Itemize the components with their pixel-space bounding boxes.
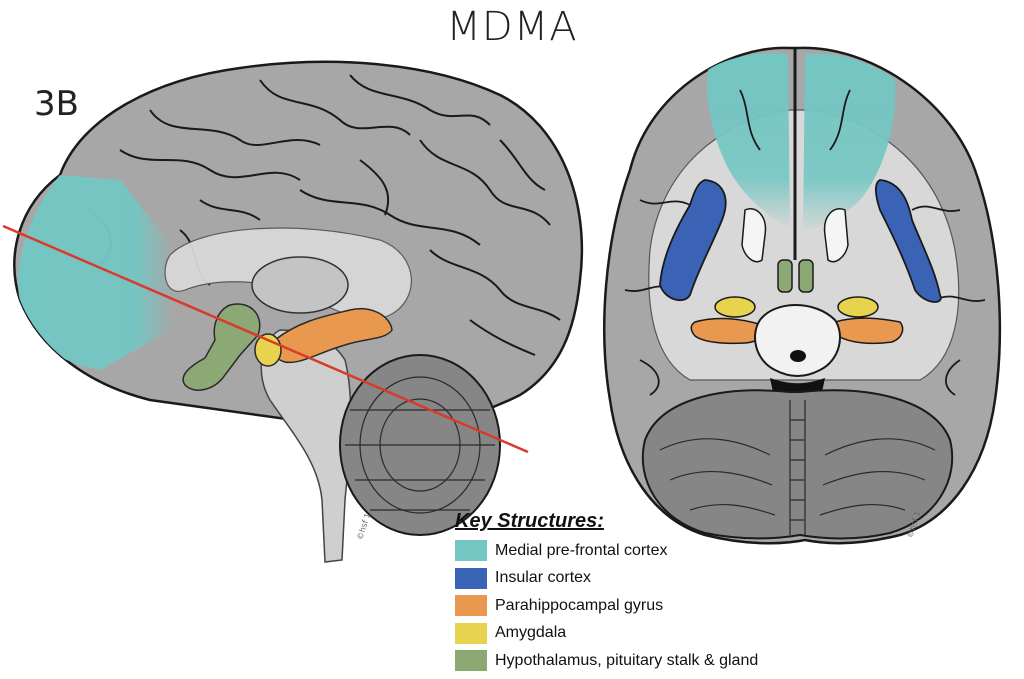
legend-label: Amygdala <box>495 624 567 642</box>
legend-item: Hypothalamus, pituitary stalk & gland <box>455 647 875 675</box>
legend-label: Insular cortex <box>495 569 592 587</box>
axial-parahippocampal-left <box>690 317 764 345</box>
axial-hypothalamus-left <box>777 259 793 293</box>
medial-prefrontal-cortex-region <box>18 175 175 370</box>
axial-brain <box>603 46 1002 545</box>
panel-label: 3B <box>34 84 79 124</box>
brainstem <box>260 329 352 563</box>
legend-swatch-hypothalamus <box>455 650 487 672</box>
parahippocampal-region <box>270 308 393 364</box>
legend-label: Parahippocampal gyrus <box>495 596 664 614</box>
legend-item: Insular cortex <box>455 565 875 593</box>
legend: Key Structures: Medial pre-frontal corte… <box>455 510 875 675</box>
legend-label: Medial pre-frontal cortex <box>495 541 668 559</box>
legend-item: Medial pre-frontal cortex <box>455 537 875 565</box>
sagittal-cerebellum <box>339 354 501 536</box>
axial-amygdala-right <box>837 296 879 318</box>
legend-swatch-amygdala <box>455 622 487 644</box>
axial-amygdala-left <box>714 296 756 318</box>
axial-hypothalamus-right <box>798 259 814 293</box>
axial-cerebellum <box>641 389 954 540</box>
legend-swatch-mpfc <box>455 540 487 562</box>
axial-mpfc-left <box>707 53 790 230</box>
figure-title: MDMA <box>446 4 578 50</box>
legend-item: Parahippocampal gyrus <box>455 592 875 620</box>
legend-item: Amygdala <box>455 620 875 648</box>
legend-heading: Key Structures: <box>455 510 604 532</box>
hypothalamus-pituitary-region <box>182 303 261 391</box>
axial-mpfc-right <box>803 53 896 232</box>
legend-swatch-parahippocampal <box>455 595 487 617</box>
insular-cortex-left <box>659 179 727 302</box>
legend-label: Hypothalamus, pituitary stalk & gland <box>495 651 759 669</box>
insular-cortex-right <box>874 179 942 303</box>
thalamus <box>251 256 349 314</box>
sagittal-brain <box>2 60 584 563</box>
legend-swatch-insula <box>455 567 487 589</box>
section-plane-line <box>2 224 529 454</box>
axial-midbrain <box>754 304 841 377</box>
